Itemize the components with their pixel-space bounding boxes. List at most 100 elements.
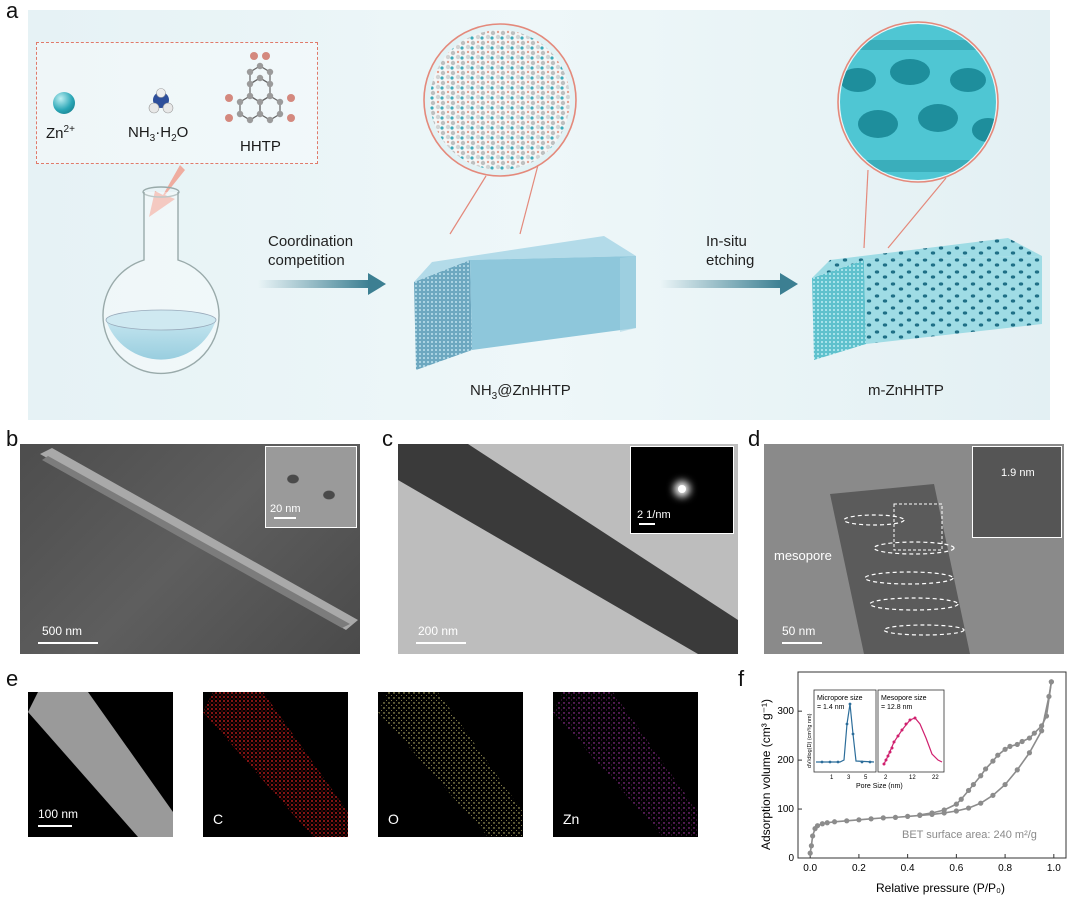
framework-zoom-circle	[423, 23, 577, 235]
hhtp-label: HHTP	[240, 138, 281, 155]
inset1-xtick-3: 5	[864, 775, 868, 781]
sem-inset-scale: 20 nm	[270, 503, 301, 515]
desorption-point	[983, 766, 989, 772]
desorption-point	[1014, 741, 1020, 748]
desorption-point	[978, 773, 984, 779]
desorption-point	[1039, 723, 1045, 729]
bet-annotation: BET surface area: 240 m²/g	[902, 829, 1037, 841]
micropore-inset: Micropore size = 1.4 nm 1 3 5 dV/dlog(D)…	[807, 689, 877, 781]
inset2-title-2: = 12.8 nm	[881, 704, 912, 711]
sem-scale-label: 500 nm	[42, 624, 83, 638]
desorption-point	[1043, 713, 1050, 719]
desorption-point	[970, 781, 977, 788]
inset2-xtick-1: 2	[884, 775, 888, 781]
hrtem-image: 1.9 nm mesopore 50 nm	[764, 444, 1064, 654]
hrtem-scale-label: 50 nm	[782, 624, 816, 638]
adsorption-point	[892, 814, 899, 820]
saed-inset: 2 1/nm	[630, 446, 734, 534]
hrtem-inset: 1.9 nm	[972, 446, 1062, 538]
desorption-point	[1031, 730, 1037, 736]
reagent-box	[36, 42, 318, 164]
adsorption-point	[1014, 767, 1020, 773]
desorption-point	[1048, 679, 1054, 685]
sem-image: 20 nm 500 nm	[20, 444, 360, 654]
x-tick-label: 0.4	[901, 863, 915, 874]
carbon-map-label: C	[213, 811, 224, 827]
product2-label: m-ZnHHTP	[868, 382, 944, 399]
hrtem-inset-value: 1.9 nm	[1001, 467, 1035, 479]
y-tick-label: 300	[777, 706, 794, 717]
desorption-point	[1007, 743, 1013, 749]
desorption-point	[917, 812, 923, 818]
tem-scale-label: 200 nm	[418, 624, 459, 638]
x-axis-title: Relative pressure (P/P₀)	[876, 881, 1005, 895]
arrow-right-icon	[660, 273, 798, 295]
adsorption-point	[990, 792, 996, 798]
desorption-point	[990, 758, 996, 764]
desorption-point	[965, 787, 972, 794]
zn-ion-label: Zn2+	[46, 124, 75, 142]
sem-inset: 20 nm	[265, 446, 357, 528]
adsorption-point	[856, 817, 862, 823]
adsorption-point	[978, 800, 984, 806]
panel-b-label: b	[6, 426, 19, 451]
adsorption-point	[880, 815, 886, 821]
inset2-xtick-2: 12	[909, 775, 916, 781]
round-bottom-flask-icon	[102, 186, 220, 375]
adsorption-point	[953, 808, 959, 814]
solid-rod-prism	[414, 236, 636, 370]
desorption-point	[1002, 746, 1008, 752]
adsorption-point	[844, 818, 850, 824]
product1-label: NH3@ZnHHTP	[470, 382, 571, 402]
porous-rod-prism	[812, 238, 1042, 360]
map-scale-label: 100 nm	[38, 807, 79, 821]
arrow-right-icon	[258, 273, 386, 295]
adsorption-point	[965, 805, 972, 811]
x-tick-label: 0.2	[852, 863, 866, 874]
map-scalebar	[38, 825, 72, 827]
y-tick-label: 100	[777, 804, 794, 815]
mesopore-annotation: mesopore	[774, 548, 832, 563]
oxygen-map: O	[378, 692, 523, 837]
x-tick-label: 0.0	[803, 863, 817, 874]
hhtp-molecule-icon	[225, 52, 295, 124]
adsorption-point	[1026, 750, 1033, 756]
panel-d-label: d	[748, 426, 761, 451]
inset-xlabel: Pore Size (nm)	[856, 783, 903, 790]
adsorption-point	[808, 843, 814, 849]
adsorption-point	[905, 813, 911, 819]
oxygen-map-label: O	[388, 811, 399, 827]
panel-e-label: e	[6, 666, 19, 691]
desorption-point	[1019, 738, 1025, 745]
inset2-title-1: Mesopore size	[881, 695, 927, 702]
haadf-map: 100 nm	[28, 692, 173, 837]
panel-f-label: f	[738, 666, 745, 691]
inset2-xtick-3: 22	[932, 775, 939, 781]
adsorption-point	[1039, 728, 1045, 734]
desorption-point	[1026, 735, 1033, 741]
x-tick-label: 0.8	[998, 863, 1012, 874]
adsorption-point	[810, 833, 816, 839]
adsorption-point	[868, 816, 874, 822]
adsorption-point	[814, 823, 821, 829]
tem-scalebar	[416, 642, 466, 644]
hrtem-scalebar	[782, 642, 822, 644]
zinc-map: Zn	[553, 692, 698, 837]
mesopore-zoom-circle	[837, 21, 999, 249]
inset1-xtick-2: 3	[847, 775, 851, 781]
ammonia-molecule-icon	[148, 88, 174, 114]
pink-arrow-icon	[149, 165, 185, 217]
adsorption-point	[1002, 781, 1008, 788]
panel-a-label: a	[6, 0, 19, 23]
adsorption-point	[807, 850, 813, 856]
zinc-map-label: Zn	[563, 811, 580, 827]
desorption-point	[929, 810, 935, 816]
saed-scale-label: 2 1/nm	[637, 509, 671, 521]
sem-scalebar	[38, 642, 98, 644]
desorption-point	[953, 801, 959, 807]
adsorption-point	[819, 821, 825, 827]
desorption-point	[958, 796, 964, 802]
